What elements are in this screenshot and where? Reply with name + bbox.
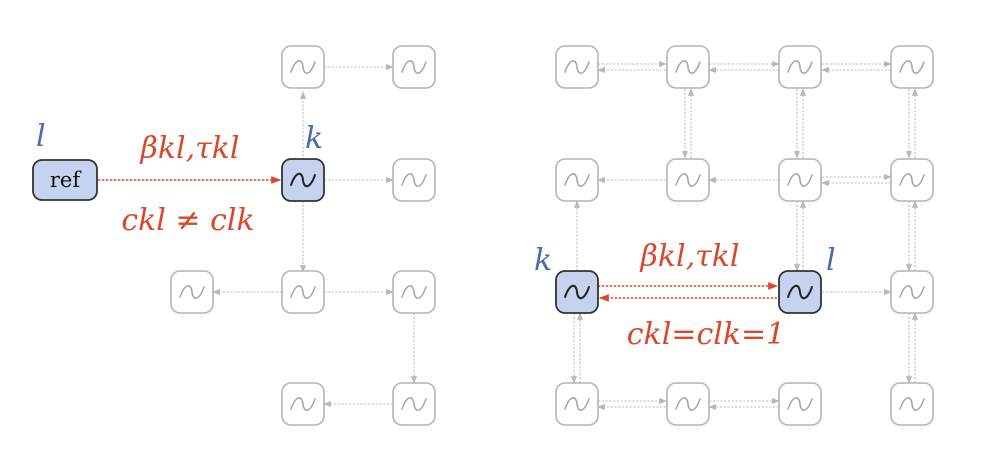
sine-wave-icon	[899, 173, 925, 187]
oscillator-node	[392, 45, 436, 89]
sine-wave-icon	[899, 397, 925, 411]
edge-params-label: βkl,τkl	[639, 239, 739, 274]
oscillator-node	[778, 158, 822, 202]
sine-wave-icon	[787, 284, 813, 300]
oscillator-node-l	[778, 270, 822, 314]
oscillator-node	[890, 270, 934, 314]
sine-wave-icon	[564, 173, 590, 187]
sine-wave-icon	[290, 397, 316, 411]
oscillator-node	[281, 270, 325, 314]
oscillator-node	[555, 158, 599, 202]
sine-wave-icon	[787, 397, 813, 411]
sine-wave-icon	[899, 285, 925, 299]
sine-wave-icon	[401, 397, 427, 411]
sine-wave-icon	[290, 285, 316, 299]
left-edges	[212, 63, 418, 408]
left-panel: ref l k βkl,τkl ckl ≠ clk	[32, 45, 436, 426]
sine-wave-icon	[564, 284, 590, 300]
oscillator-node	[666, 382, 710, 426]
node-label-l: l	[826, 243, 836, 278]
coupling-relation-label: ckl=clk=1	[627, 317, 786, 352]
sine-wave-icon	[787, 60, 813, 74]
oscillator-node	[666, 158, 710, 202]
oscillator-node	[555, 382, 599, 426]
sine-wave-icon	[787, 173, 813, 187]
edge-params-label: βkl,τkl	[139, 131, 239, 166]
oscillator-node	[281, 45, 325, 89]
sine-wave-icon	[290, 172, 316, 188]
node-label-l: l	[36, 119, 46, 154]
oscillator-node	[392, 158, 436, 202]
oscillator-node-k	[281, 158, 325, 202]
sine-wave-icon	[179, 285, 205, 299]
sine-wave-icon	[899, 60, 925, 74]
sine-wave-icon	[290, 60, 316, 74]
sine-wave-icon	[675, 173, 701, 187]
sine-wave-icon	[564, 397, 590, 411]
node-label-k: k	[305, 121, 323, 156]
oscillator-node-k	[555, 270, 599, 314]
oscillator-node	[666, 45, 710, 89]
node-label-k: k	[534, 243, 552, 278]
oscillator-node	[778, 45, 822, 89]
oscillator-node	[890, 45, 934, 89]
ref-label: ref	[50, 168, 82, 192]
oscillator-node	[890, 382, 934, 426]
oscillator-node	[170, 270, 214, 314]
oscillator-node	[555, 45, 599, 89]
oscillator-node	[778, 382, 822, 426]
sine-wave-icon	[401, 173, 427, 187]
right-panel: k l βkl,τkl ckl=clk=1	[534, 45, 934, 426]
oscillator-node	[281, 382, 325, 426]
oscillator-node	[392, 270, 436, 314]
sine-wave-icon	[564, 60, 590, 74]
sine-wave-icon	[675, 60, 701, 74]
right-edges	[570, 60, 919, 411]
oscillator-node	[890, 158, 934, 202]
sine-wave-icon	[401, 285, 427, 299]
oscillator-node	[392, 382, 436, 426]
coupling-relation-label: ckl ≠ clk	[121, 203, 254, 238]
sine-wave-icon	[401, 60, 427, 74]
reference-node: ref	[32, 159, 98, 201]
sine-wave-icon	[675, 397, 701, 411]
